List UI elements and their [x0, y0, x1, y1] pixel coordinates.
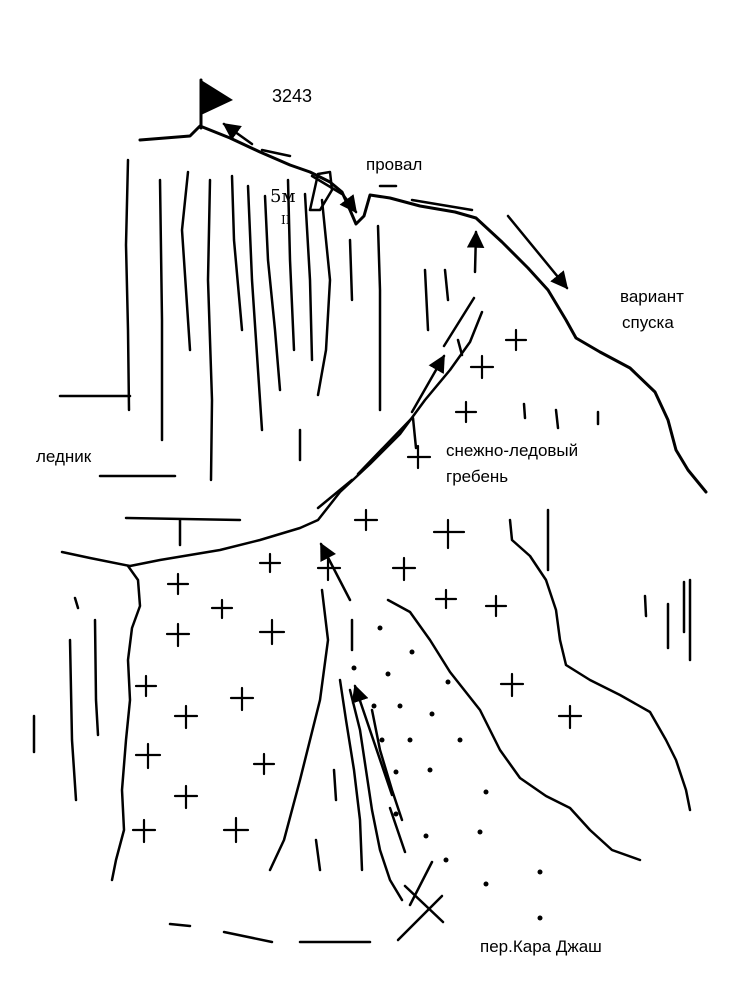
pitch-length-label: 5м — [270, 186, 295, 207]
scree-dots — [351, 625, 543, 921]
glacier-label: ледник — [36, 447, 92, 466]
glacier-boundary — [60, 310, 484, 568]
left-buttress — [110, 564, 142, 882]
left-buttress-strokes — [32, 596, 100, 802]
snow-crosses — [131, 328, 583, 844]
bottom-dashes — [168, 922, 372, 944]
ridge-label-1: снежно-ледовый — [446, 441, 578, 460]
pitch-grade-label: II — [281, 213, 291, 227]
pass-label: пер.Кара Джаш — [480, 937, 602, 956]
rock-step — [308, 170, 334, 212]
cross-icon — [396, 884, 445, 942]
descent-arrow — [506, 214, 569, 290]
gap-label: провал — [366, 155, 422, 174]
glacier-lines — [58, 394, 242, 522]
right-ridges — [386, 402, 692, 862]
cliff-face-upper — [124, 158, 464, 547]
couloir-lines — [268, 588, 404, 902]
descent-variant-label-1: вариант — [620, 287, 684, 306]
ridge-label-2: гребень — [446, 467, 508, 486]
summit-ridgeline — [138, 124, 708, 494]
summit-height: 3243 — [272, 86, 312, 106]
flag-icon — [199, 78, 233, 130]
descent-variant-label-2: спуска — [622, 313, 674, 332]
ascent-route — [222, 122, 485, 907]
